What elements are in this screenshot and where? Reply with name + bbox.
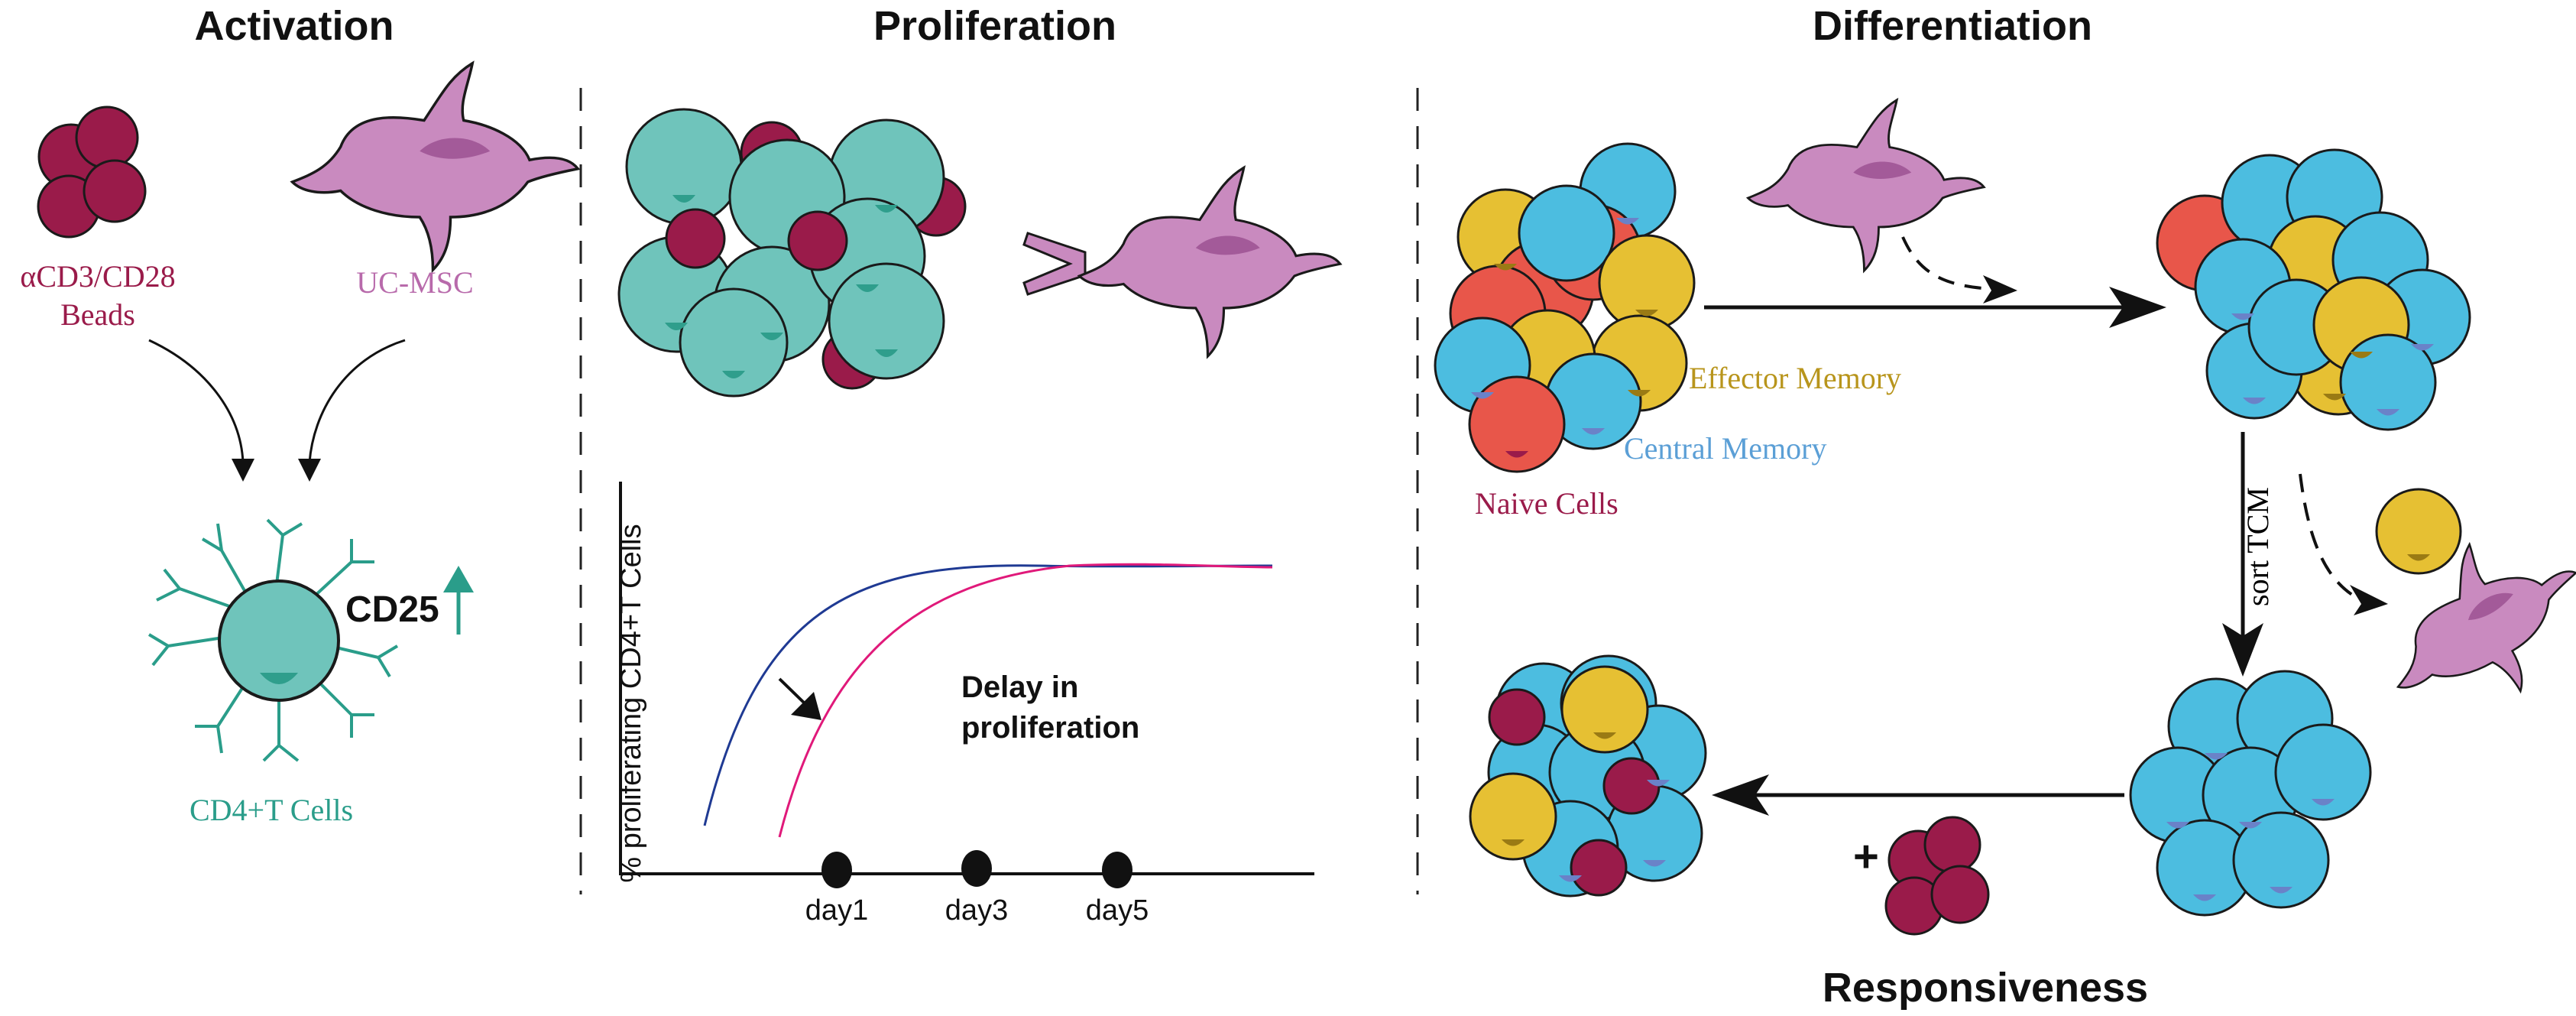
delay-label-line1: Delay in — [961, 670, 1078, 704]
effector-cell-removed — [2375, 488, 2462, 575]
proliferation-chart: % proliferating CD4+T Cells Delay in pro… — [615, 482, 1314, 927]
memory-cluster — [2156, 148, 2471, 431]
uc-msc-label: UC-MSC — [356, 265, 473, 300]
cd25-label: CD25 — [345, 589, 439, 630]
beads-cluster — [37, 105, 147, 239]
arrow-head-msc — [298, 459, 321, 482]
tick-label-day1: day1 — [805, 894, 868, 927]
beads-label-line1: αCD3/CD28 — [20, 259, 175, 294]
cd4-t-cell — [218, 579, 340, 702]
uc-msc-diff-top — [1747, 99, 1985, 272]
sort-dashed-arrow — [2299, 473, 2362, 602]
proliferation-title: Proliferation — [873, 3, 1116, 49]
cd4-label: CD4+T Cells — [190, 793, 353, 827]
proliferating-cluster — [617, 108, 967, 398]
uc-msc-cell — [290, 62, 579, 271]
delay-label-line2: proliferation — [961, 711, 1139, 745]
cd25-up-arrow — [443, 566, 474, 635]
mixed-cluster-start — [1434, 142, 1696, 473]
memory-cluster-nuclei — [2231, 313, 2434, 416]
differentiation-title: Differentiation — [1813, 3, 2092, 49]
delay-arrow — [778, 677, 821, 720]
cd4-nucleus — [260, 673, 298, 684]
arrow-to-responsiveness-head — [1712, 774, 1769, 816]
mixed-cluster-start-nuclei — [1471, 218, 1658, 458]
naive-cells-label: Naive Cells — [1475, 486, 1619, 521]
arrow-sort-down-head — [2222, 623, 2263, 677]
central-memory-label: Central Memory — [1624, 431, 1827, 466]
activation-arrows — [148, 339, 406, 463]
sort-tcm-label: sort TCM — [2241, 487, 2275, 606]
beads-label-line2: Beads — [60, 297, 135, 332]
uc-msc-elongated — [1022, 166, 1342, 358]
arrow-head-beads — [232, 459, 254, 482]
responsive-cluster-nuclei — [1502, 732, 1670, 882]
effector-memory-label: Effector Memory — [1689, 361, 1901, 395]
proliferating-nuclei — [665, 195, 898, 378]
chart-y-label: % proliferating CD4+T Cells — [615, 524, 647, 882]
responsiveness-title: Responsiveness — [1823, 965, 2148, 1011]
tick-label-day3: day3 — [945, 894, 1008, 927]
activation-title: Activation — [194, 3, 394, 49]
msc-dashed-arrow-top — [1901, 236, 1995, 291]
tcm-cluster-nuclei — [2166, 753, 2335, 901]
sort-dashed-arrow-head — [2350, 585, 2388, 615]
beads-cluster-stim — [1884, 816, 1990, 936]
plus-sign: + — [1853, 832, 1879, 881]
effector-cell-removed-nucleus — [2407, 554, 2430, 561]
responsive-cluster — [1469, 654, 1707, 898]
series-msc-line — [778, 563, 1273, 838]
tick-marker-day1 — [821, 852, 852, 888]
arrow-to-memory-head — [2109, 287, 2166, 328]
msc-dashed-arrow-top-head — [1983, 275, 2017, 304]
tcm-cluster — [2129, 670, 2372, 917]
tick-marker-day5 — [1102, 852, 1132, 888]
tick-marker-day3 — [961, 850, 992, 887]
tick-label-day5: day5 — [1086, 894, 1149, 927]
